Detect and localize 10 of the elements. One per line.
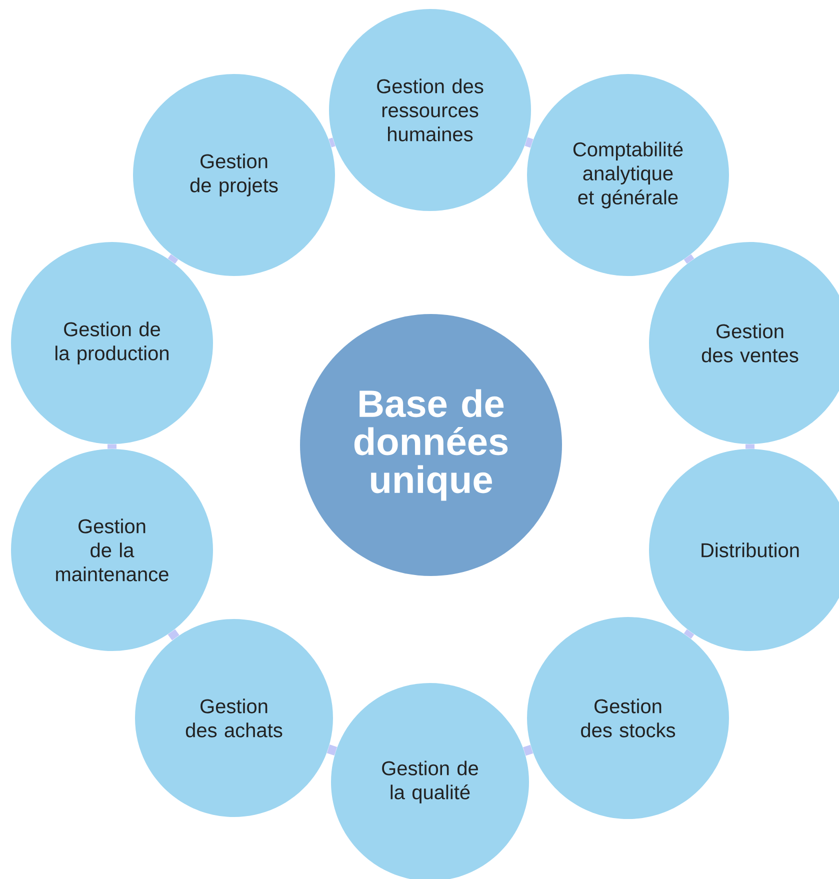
connector	[108, 444, 116, 449]
connector	[523, 744, 534, 756]
connector	[746, 444, 754, 449]
connector	[328, 138, 336, 148]
connector	[168, 254, 178, 264]
connector	[684, 254, 694, 264]
connector	[326, 744, 338, 756]
connector	[168, 629, 180, 640]
connector	[524, 137, 534, 148]
connector	[684, 629, 694, 639]
